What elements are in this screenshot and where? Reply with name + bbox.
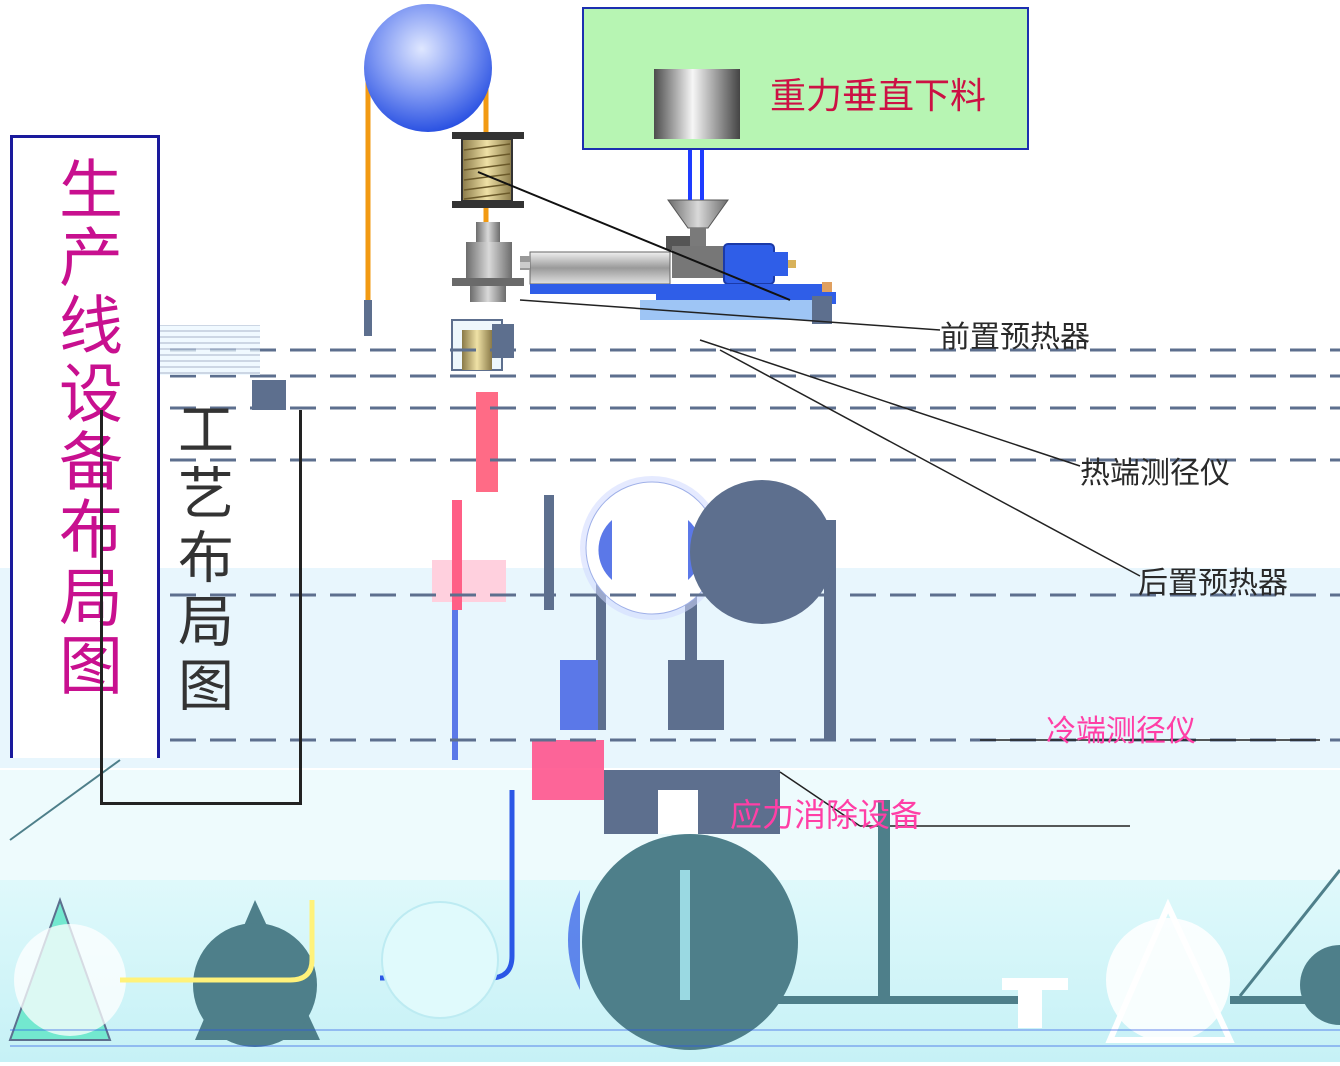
drum-segment [567, 890, 580, 990]
label-leaders [519, 299, 1320, 827]
crosshead-body [466, 242, 512, 278]
crosshead-neck [470, 286, 506, 302]
leader-line [477, 171, 791, 301]
capstan-frame [596, 520, 606, 730]
take-up-reel-edge [1300, 945, 1340, 1025]
crosshead-top [476, 222, 500, 242]
floor-rail [1230, 996, 1310, 1004]
floor-texture [10, 1029, 1340, 1047]
stress-relief-window [658, 790, 698, 834]
diagonal-brace [1238, 869, 1340, 997]
hot-gauge-column [476, 392, 498, 492]
capstan-wheel-dark [690, 480, 834, 624]
title-box-process-layout: 工艺布局图 [100, 400, 302, 805]
preheater-block [492, 324, 514, 358]
cable-stub [364, 300, 372, 336]
motor-end [772, 252, 788, 276]
take-up-reel [1106, 918, 1230, 1042]
support-post [878, 800, 890, 1000]
stress-relief-inlet [532, 740, 604, 800]
floor-bracket [1018, 988, 1042, 1028]
motor-shaft [788, 260, 796, 268]
platform-leg [812, 296, 832, 324]
rear-preheater-label: 后置预热器 [1138, 566, 1288, 601]
floor-rail [690, 996, 1020, 1004]
cold-gauge-block [560, 660, 598, 730]
extruder-base [530, 284, 830, 294]
spool-windings [463, 143, 511, 200]
extruder-barrel [529, 251, 671, 285]
feed-pipe [688, 140, 692, 200]
wire-line [452, 610, 458, 760]
title-process-layout: 工艺布局图 [168, 400, 234, 720]
hot-gauge-label: 热端测径仪 [1080, 456, 1230, 491]
title-box-production-line: 生产线设备布局图 [10, 135, 160, 758]
pulley-wheel [364, 4, 492, 132]
drive-motor [723, 243, 775, 285]
payoff-drum [193, 923, 317, 1047]
yellow-wire [120, 900, 315, 983]
payoff-drum [14, 924, 126, 1036]
extruder-hopper [667, 199, 729, 229]
capstan-frame [544, 495, 554, 610]
front-preheater-label: 前置预热器 [940, 320, 1090, 355]
gravity-feed-box: 重力垂直下料 [582, 7, 1029, 150]
cold-gauge-label: 冷端测径仪 [1046, 714, 1196, 749]
marker-block [252, 380, 286, 410]
rear-preheater-tube [452, 500, 462, 610]
stress-relief-label: 应力消除设备 [730, 796, 923, 834]
guide-wheel [381, 901, 499, 1019]
crosshead-plate [452, 278, 524, 286]
feed-cylinder-icon [654, 69, 740, 139]
spool-flange [452, 132, 524, 139]
spool-flange [452, 201, 524, 208]
hopper-throat [690, 228, 706, 246]
platform-fitting [822, 282, 832, 292]
gravity-feed-label: 重力垂直下料 [770, 76, 987, 117]
extruder-platform [640, 300, 830, 320]
take-up-stand [1105, 898, 1235, 1043]
feed-pipe [700, 140, 704, 200]
title-production-line: 生产线设备布局图 [48, 156, 122, 700]
floor-bracket [1002, 978, 1068, 990]
cold-gauge-block [668, 660, 724, 730]
capstan-segment [598, 520, 612, 580]
platform-fitting [520, 262, 530, 268]
drum-axle [680, 870, 690, 1000]
